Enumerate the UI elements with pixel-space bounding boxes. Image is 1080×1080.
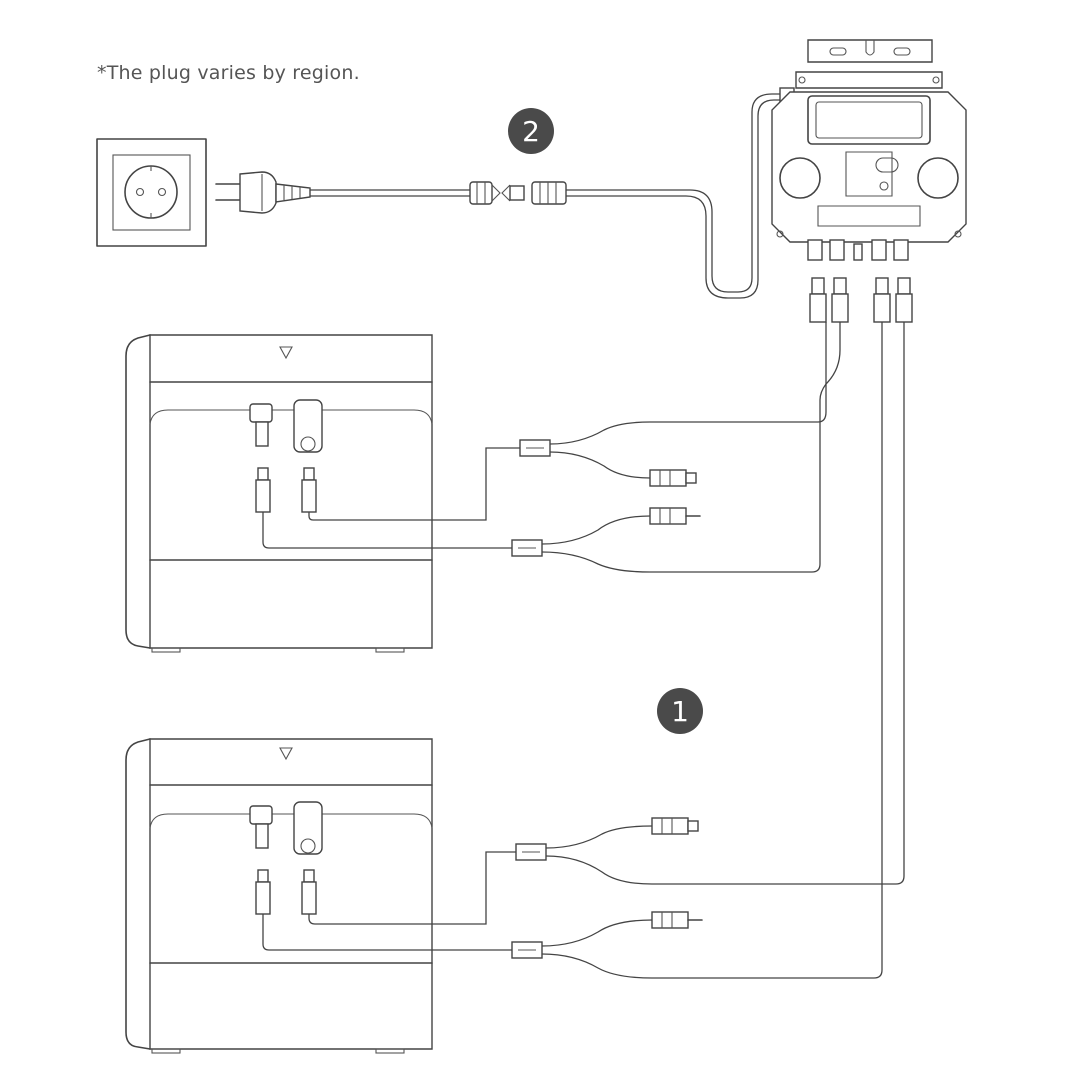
battery-unit-bottom [125, 738, 433, 1054]
battery-top-ports [249, 399, 323, 513]
battery-unit-top [125, 334, 433, 653]
ac-cable [310, 87, 795, 299]
step-badge-1: 1 [657, 688, 703, 734]
y-splitter-icon [519, 439, 551, 457]
region-note: *The plug varies by region. [97, 62, 360, 84]
ac-connector [469, 181, 567, 205]
mc4-connector-group [809, 277, 913, 323]
step-badge-2: 2 [508, 108, 554, 154]
inverter-dc-ports [807, 239, 909, 261]
battery-bottom-ports [249, 801, 323, 915]
wall-socket [96, 138, 207, 247]
bottom-battery-wiring [262, 322, 905, 979]
top-battery-wiring [262, 322, 841, 573]
ac-plug [215, 171, 311, 214]
y-splitter-icon [511, 941, 543, 959]
y-splitter-icon [511, 539, 543, 557]
microinverter [771, 39, 967, 243]
y-splitter-icon [515, 843, 547, 861]
